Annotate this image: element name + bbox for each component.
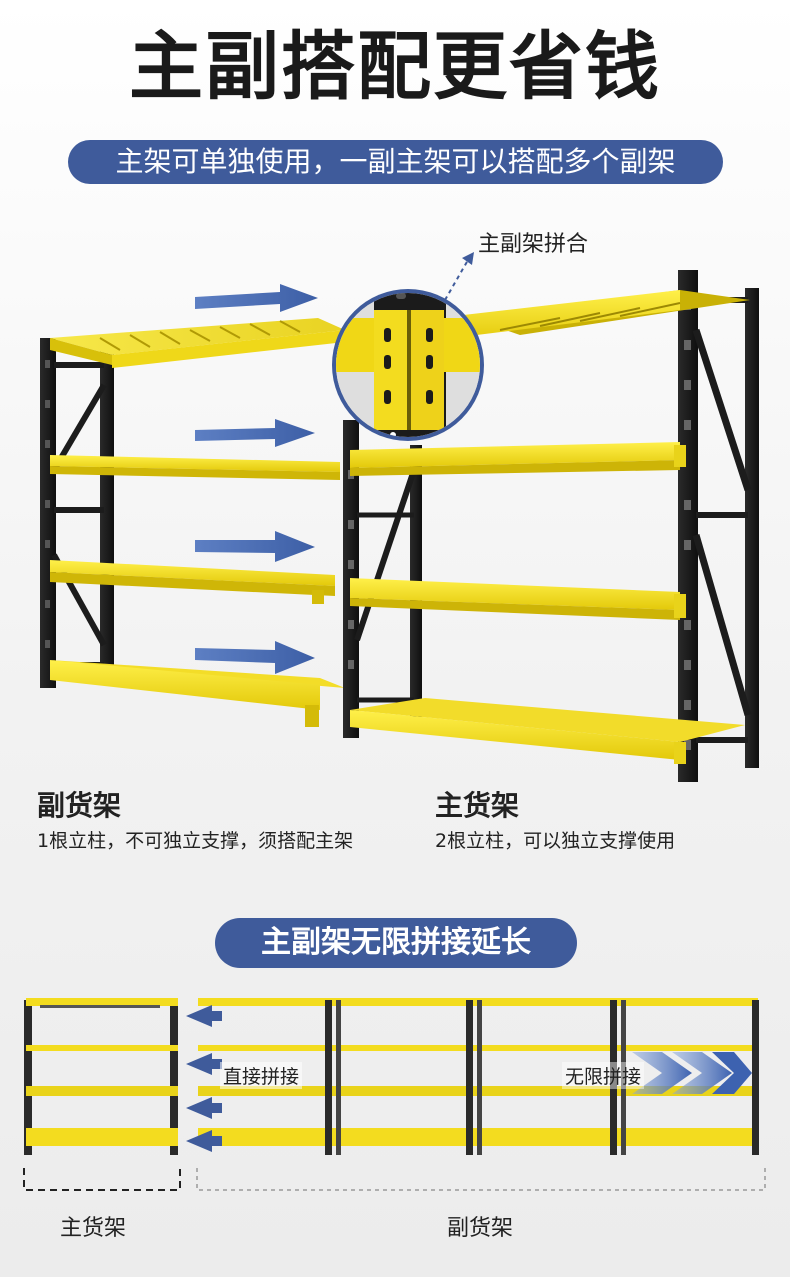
join-arrows (195, 284, 318, 674)
extend-note: 无限拼接 (562, 1062, 645, 1089)
extended-racks-strip (23, 998, 766, 1191)
callout-label: 主副架拼合 (478, 232, 589, 257)
page-title: 主副搭配更省钱 (129, 24, 661, 110)
secondary-rack-name: 副货架 (37, 789, 122, 822)
bottom-secondary-label: 副货架 (447, 1216, 514, 1241)
join-note: 直接拼接 (220, 1062, 303, 1089)
section2-banner: 主副架无限拼接延长 (215, 918, 577, 968)
main-rack-image (343, 270, 759, 782)
main-rack-desc: 2根立柱，可以独立支撑使用 (435, 830, 676, 852)
subtitle-banner: 主架可单独使用，一副主架可以搭配多个副架 (68, 140, 723, 184)
secondary-rack-image (40, 318, 345, 727)
bottom-main-label: 主货架 (60, 1216, 127, 1241)
main-rack-name: 主货架 (435, 789, 520, 822)
secondary-rack-desc: 1根立柱，不可独立支撑，须搭配主架 (37, 830, 354, 852)
zoom-detail-circle (332, 252, 484, 441)
